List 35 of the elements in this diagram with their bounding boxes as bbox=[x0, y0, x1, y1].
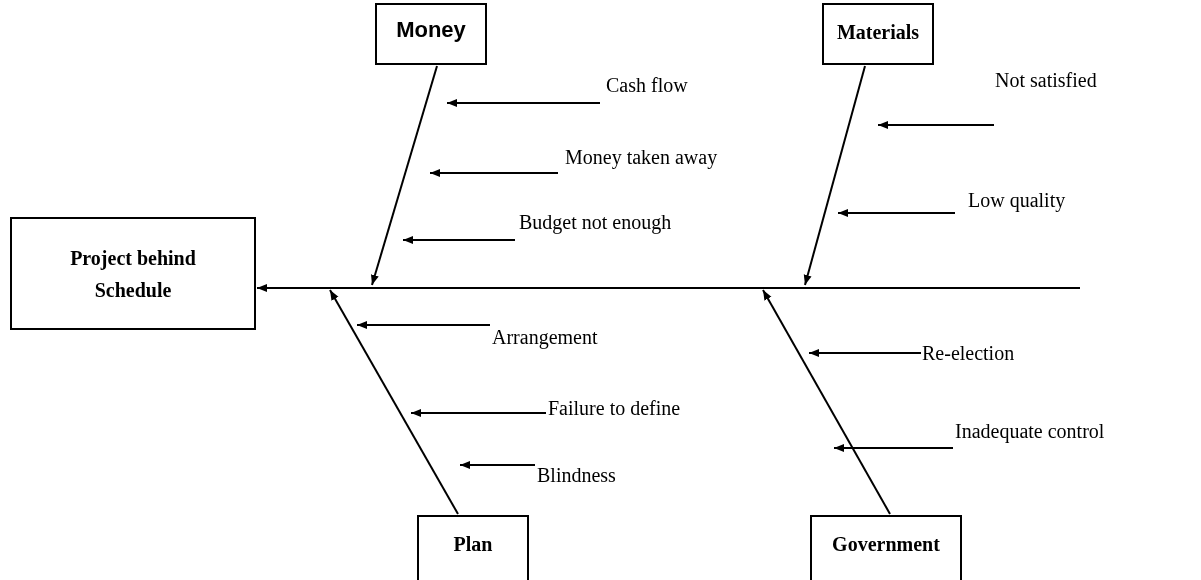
category-box bbox=[417, 515, 529, 580]
arrow bbox=[402, 236, 516, 244]
bone-arrow bbox=[762, 289, 891, 515]
cause-label: Failure to define bbox=[548, 396, 698, 422]
category-box bbox=[375, 3, 487, 65]
arrow bbox=[429, 169, 559, 177]
arrow bbox=[833, 444, 954, 452]
category-label: Government bbox=[832, 533, 940, 556]
arrow bbox=[356, 321, 491, 329]
arrow bbox=[410, 409, 547, 417]
cause-label: Inadequate control bbox=[955, 419, 1145, 445]
effect-label: Project behind Schedule bbox=[69, 245, 197, 303]
bone-arrow bbox=[371, 65, 438, 286]
arrow bbox=[446, 99, 601, 107]
category-label: Money bbox=[396, 17, 466, 43]
category-label: Plan bbox=[453, 533, 493, 556]
cause-label: Cash flow bbox=[606, 73, 696, 99]
cause-label: Arrangement bbox=[492, 325, 622, 351]
category-label: Materials bbox=[836, 21, 920, 44]
cause-label: Money taken away bbox=[565, 145, 735, 171]
cause-label: Budget not enough bbox=[519, 210, 689, 236]
cause-label: Low quality bbox=[968, 188, 1088, 214]
arrow bbox=[459, 461, 536, 469]
category-box bbox=[10, 217, 256, 330]
category-box bbox=[822, 3, 934, 65]
cause-label: Blindness bbox=[537, 463, 637, 489]
arrow bbox=[808, 349, 922, 357]
spine-arrow bbox=[256, 284, 1081, 292]
bone-arrow bbox=[329, 289, 459, 515]
arrow bbox=[837, 209, 956, 217]
category-box bbox=[810, 515, 962, 580]
cause-label: Not satisfied bbox=[995, 68, 1125, 94]
cause-label: Re-election bbox=[922, 341, 1032, 367]
arrow bbox=[877, 121, 995, 129]
bone-arrow bbox=[803, 65, 866, 286]
